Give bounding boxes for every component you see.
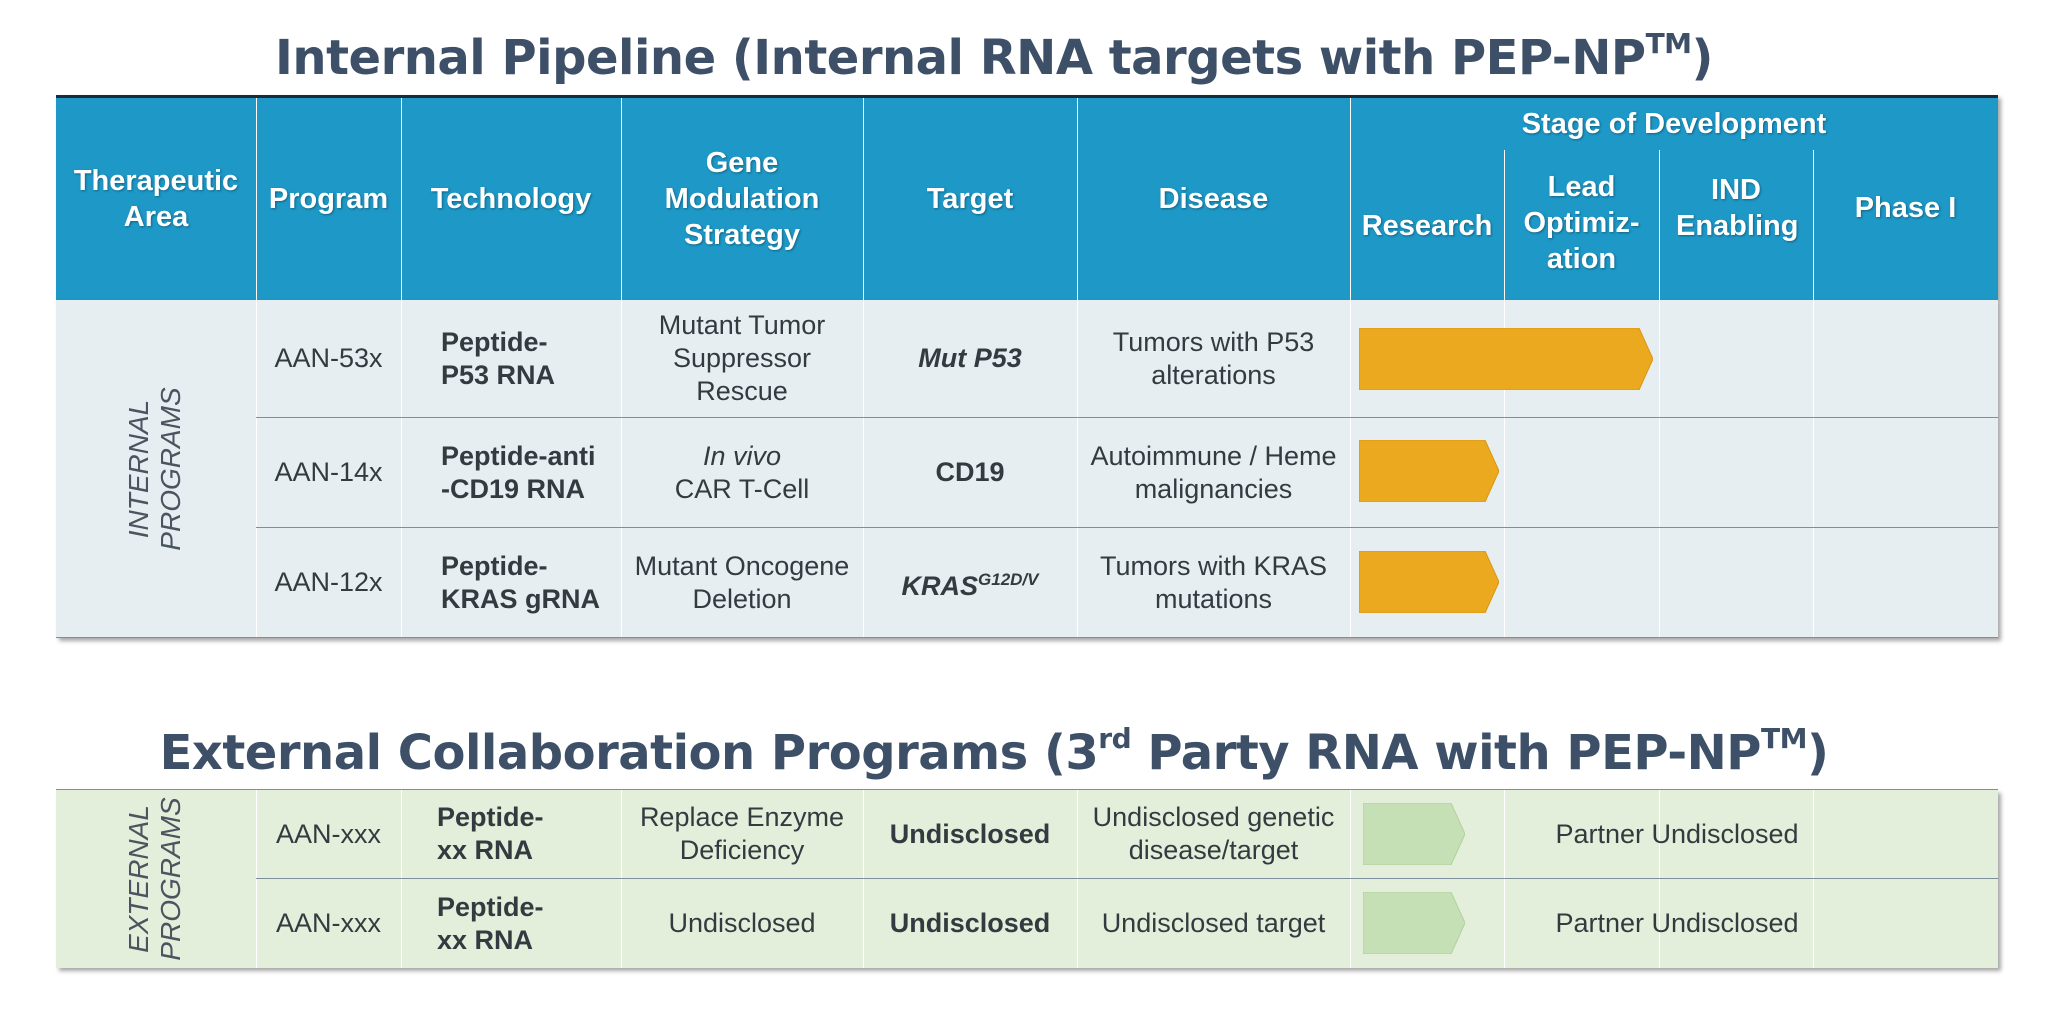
table-top-border bbox=[56, 95, 1998, 98]
external-programs-title: External Collaboration Programs (3rd Par… bbox=[159, 722, 1829, 781]
program-cell: AAN-xxx bbox=[275, 908, 381, 938]
program-cell: AAN-12x bbox=[274, 567, 383, 597]
progress-arrow-research bbox=[1359, 440, 1499, 502]
header-stage-research: Research bbox=[1361, 210, 1493, 242]
column-divider bbox=[1077, 790, 1078, 968]
header-technology: Technology bbox=[430, 183, 592, 215]
column-divider bbox=[401, 790, 402, 968]
column-divider bbox=[1350, 98, 1351, 638]
target-cell: KRASG12D/V bbox=[901, 569, 1039, 601]
header-target: Target bbox=[926, 183, 1014, 215]
header-therapeutic-area: Therapeutic Area bbox=[73, 165, 239, 233]
header-stage-ind-enabling: IND Enabling bbox=[1676, 174, 1799, 242]
target-cell: Undisclosed bbox=[889, 908, 1051, 938]
row-divider bbox=[256, 878, 1998, 879]
program-cell: AAN-xxx bbox=[275, 818, 381, 849]
technology-cell: Peptide-KRAS gRNA bbox=[441, 550, 600, 614]
column-divider bbox=[621, 98, 622, 638]
technology-cell: Peptide-P53 RNA bbox=[441, 326, 556, 390]
column-divider bbox=[863, 98, 864, 638]
progress-arrow-research-to-lead bbox=[1359, 328, 1653, 390]
header-disease: Disease bbox=[1158, 183, 1269, 215]
internal-pipeline-title: Internal Pipeline (Internal RNA targets … bbox=[275, 27, 1713, 86]
row-divider bbox=[56, 637, 1998, 638]
column-divider bbox=[1350, 790, 1351, 968]
column-divider bbox=[1504, 790, 1505, 968]
external-programs-section bbox=[56, 790, 1998, 968]
progress-arrow-external bbox=[1363, 892, 1465, 954]
internal-programs-section bbox=[56, 300, 1998, 638]
row-divider bbox=[256, 417, 1998, 418]
column-divider bbox=[621, 790, 622, 968]
header-stage-phase-i: Phase I bbox=[1854, 192, 1957, 224]
header-stage-lead-optimization: Lead Optimiz-ation bbox=[1523, 171, 1640, 275]
partner-status: Partner Undisclosed bbox=[1555, 908, 1799, 938]
column-divider bbox=[256, 790, 257, 968]
target-cell: Undisclosed bbox=[889, 818, 1051, 849]
header-stage-of-development: Stage of Development bbox=[1521, 108, 1827, 140]
progress-arrow-research bbox=[1359, 551, 1499, 613]
column-divider bbox=[1659, 790, 1660, 968]
technology-cell: Peptide-anti-CD19 RNA bbox=[441, 440, 596, 504]
progress-arrow-external bbox=[1363, 803, 1465, 865]
header-program: Program bbox=[268, 183, 389, 215]
column-divider bbox=[1504, 150, 1505, 638]
column-divider bbox=[863, 790, 864, 968]
program-cell: AAN-53x bbox=[274, 343, 383, 373]
column-divider bbox=[1813, 150, 1814, 638]
target-cell: Mut P53 bbox=[918, 343, 1022, 373]
column-divider bbox=[1077, 98, 1078, 638]
strategy-cell: Undisclosed bbox=[668, 908, 816, 938]
partner-status: Partner Undisclosed bbox=[1555, 818, 1799, 849]
row-divider bbox=[256, 527, 1998, 528]
header-gene-modulation: Gene Modulation Strategy bbox=[664, 147, 820, 251]
technology-cell: Peptide-xx RNA bbox=[437, 891, 544, 955]
target-cell: CD19 bbox=[935, 457, 1005, 487]
technology-cell: Peptide-xx RNA bbox=[437, 802, 544, 865]
disease-cell: Undisclosed target bbox=[1101, 908, 1326, 938]
column-divider bbox=[1813, 790, 1814, 968]
column-divider bbox=[256, 98, 257, 638]
table-header bbox=[56, 95, 1998, 300]
row-divider bbox=[56, 789, 1998, 790]
column-divider bbox=[1659, 150, 1660, 638]
column-divider bbox=[401, 98, 402, 638]
program-cell: AAN-14x bbox=[274, 457, 383, 487]
